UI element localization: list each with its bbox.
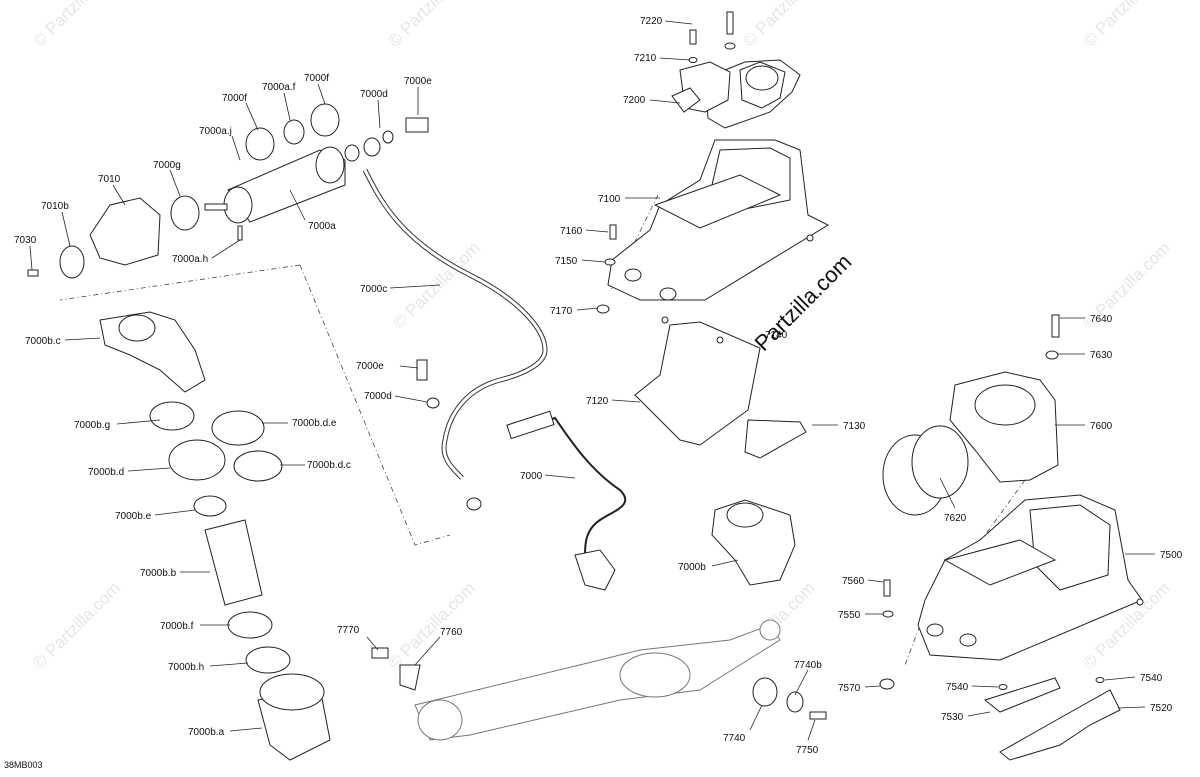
callout-7570[interactable]: 7570 <box>838 683 861 694</box>
watermark-text: © Partzilla.com <box>29 578 123 672</box>
callout-7000a-j[interactable]: 7000a.j <box>199 126 232 137</box>
callout-7540[interactable]: 7540 <box>1140 673 1163 684</box>
callout-7160[interactable]: 7160 <box>560 226 583 237</box>
callout-7000a-f[interactable]: 7000a.f <box>262 82 296 93</box>
callout-7130[interactable]: 7130 <box>843 421 866 432</box>
callout-7000b-e[interactable]: 7000b.e <box>115 511 152 522</box>
callout-7530[interactable]: 7530 <box>941 712 964 723</box>
callout-7000g[interactable]: 7000g <box>153 160 181 171</box>
callout-7000b-f[interactable]: 7000b.f <box>160 621 194 632</box>
callout-7550[interactable]: 7550 <box>838 610 861 621</box>
callout-7210[interactable]: 7210 <box>634 53 657 64</box>
watermark-text: © Partzilla.com <box>739 0 833 51</box>
callout-7000f[interactable]: 7000f <box>304 73 329 84</box>
watermark-text: © Partzilla.com <box>1079 0 1173 51</box>
lower-shift-housing-7500 <box>879 494 1144 690</box>
callout-7000e[interactable]: 7000e <box>404 76 432 87</box>
callout-7000b-d-c[interactable]: 7000b.d.c <box>307 460 351 471</box>
bracket-7120 <box>634 321 807 459</box>
damper-7740 <box>371 619 827 741</box>
callout-7760[interactable]: 7760 <box>440 627 463 638</box>
callout-7200[interactable]: 7200 <box>623 95 646 106</box>
callout-7740[interactable]: 7740 <box>723 733 746 744</box>
callout-7540[interactable]: 7540 <box>946 682 969 693</box>
callout-7000c[interactable]: 7000c <box>360 284 387 295</box>
callout-7770[interactable]: 7770 <box>337 625 360 636</box>
callout-7000d[interactable]: 7000d <box>364 391 392 402</box>
callout-7150[interactable]: 7150 <box>555 256 578 267</box>
callout-7600[interactable]: 7600 <box>1090 421 1113 432</box>
callout-7000b-c[interactable]: 7000b.c <box>25 336 61 347</box>
shift-actuator-7000b-left <box>99 311 331 761</box>
callout-7100[interactable]: 7100 <box>598 194 621 205</box>
shift-housing-7100 <box>596 139 830 324</box>
watermark-text: © Partzilla.com <box>384 0 478 51</box>
callout-7000b-g[interactable]: 7000b.g <box>74 420 110 431</box>
callout-labels: 7220 7210 7200 7100 7160 7150 7170 7140 … <box>14 16 1183 756</box>
watermark-text: © Partzilla.com <box>29 0 123 51</box>
callout-7000b-d[interactable]: 7000b.d <box>88 467 124 478</box>
callout-7000[interactable]: 7000 <box>520 471 543 482</box>
leader-lines <box>29 20 1155 741</box>
top-shift-cover-7200 <box>671 11 801 129</box>
callout-7000b-h[interactable]: 7000b.h <box>168 662 204 673</box>
shift-cable-7000 <box>506 410 627 591</box>
callout-7740b[interactable]: 7740b <box>794 660 822 671</box>
reservoir-assembly-7000a <box>27 103 429 279</box>
callout-7010b[interactable]: 7010b <box>41 201 69 212</box>
brackets-7520-7530 <box>983 677 1121 761</box>
callout-7000a[interactable]: 7000a <box>308 221 336 232</box>
callout-7220[interactable]: 7220 <box>640 16 663 27</box>
callout-7000b-d-e[interactable]: 7000b.d.e <box>292 418 337 429</box>
callout-7520[interactable]: 7520 <box>1150 703 1173 714</box>
callout-7010[interactable]: 7010 <box>98 174 121 185</box>
callout-7000a-h[interactable]: 7000a.h <box>172 254 208 265</box>
shift-actuator-7000b-right <box>711 499 796 586</box>
hose-7000c <box>362 168 548 511</box>
callout-7000f[interactable]: 7000f <box>222 93 247 104</box>
callout-7000b[interactable]: 7000b <box>678 562 706 573</box>
callout-7000b-b[interactable]: 7000b.b <box>140 568 177 579</box>
diagram-code: 38MB003 <box>4 760 43 770</box>
callout-7140[interactable]: 7140 <box>765 330 788 341</box>
callout-7000d[interactable]: 7000d <box>360 89 388 100</box>
callout-7560[interactable]: 7560 <box>842 576 865 587</box>
callout-7000b-a[interactable]: 7000b.a <box>188 727 225 738</box>
callout-7000e[interactable]: 7000e <box>356 361 384 372</box>
callout-7630[interactable]: 7630 <box>1090 350 1113 361</box>
callout-7030[interactable]: 7030 <box>14 235 37 246</box>
watermark-text: © Partzilla.com <box>384 578 478 672</box>
callout-7640[interactable]: 7640 <box>1090 314 1113 325</box>
callout-7750[interactable]: 7750 <box>796 745 819 756</box>
callout-7120[interactable]: 7120 <box>586 396 609 407</box>
assembly-dash-lines <box>59 194 1026 666</box>
callout-7170[interactable]: 7170 <box>550 306 573 317</box>
upper-shift-cover-7600 <box>882 314 1060 516</box>
callout-7500[interactable]: 7500 <box>1160 550 1183 561</box>
callout-7620[interactable]: 7620 <box>944 513 967 524</box>
